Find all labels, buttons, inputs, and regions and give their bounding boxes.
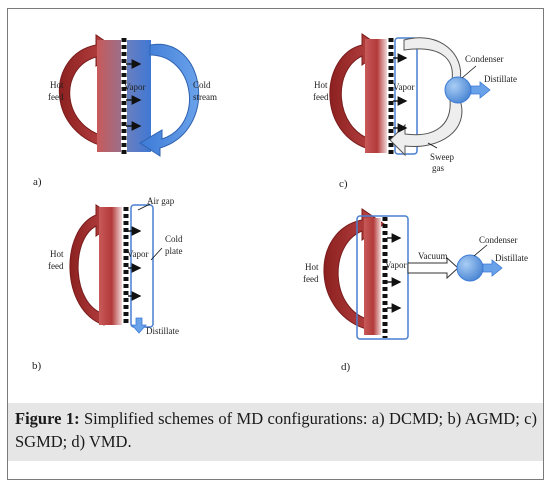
distillate-arrow-c xyxy=(470,81,491,99)
panel-c: Hot feed Vapor Condenser Distillate Swee… xyxy=(313,33,517,190)
hot-feed-arc-d xyxy=(323,208,385,331)
condenser-pointer-d xyxy=(473,244,488,257)
label-hot-feed-a-1: Hot xyxy=(50,80,64,90)
panel-d: Hot feed Vapor Vacuum Condenser Distilla… xyxy=(303,208,528,373)
hot-channel-d xyxy=(364,218,381,335)
distillate-arrow-b xyxy=(131,317,147,334)
label-cold-stream-a-1: Cold xyxy=(193,80,211,90)
air-gap-pointer-b xyxy=(137,203,151,211)
caption-text: Simplified schemes of MD configurations:… xyxy=(15,409,537,451)
label-distillate-b: Distillate xyxy=(146,326,179,336)
label-sweep-gas-c-1: Sweep xyxy=(430,152,454,162)
panel-b: Hot feed Vapor Air gap Cold plate Distil… xyxy=(32,196,183,372)
label-distillate-d: Distillate xyxy=(495,253,528,263)
label-distillate-c: Distillate xyxy=(484,74,517,84)
label-condenser-c: Condenser xyxy=(465,54,504,64)
label-vapor-b: Vapor xyxy=(127,249,149,259)
label-condenser-d: Condenser xyxy=(479,235,518,245)
vacuum-arrow-d xyxy=(407,256,459,280)
label-hot-feed-c-1: Hot xyxy=(314,80,328,90)
label-air-gap-b: Air gap xyxy=(147,196,175,206)
panel-letter-d: d) xyxy=(341,361,351,373)
label-hot-feed-b-1: Hot xyxy=(50,249,64,259)
hot-channel-b xyxy=(99,207,122,325)
panel-letter-b: b) xyxy=(32,360,42,372)
condenser-c xyxy=(444,76,472,104)
panel-letter-a: a) xyxy=(33,176,42,188)
label-hot-feed-d-2: feed xyxy=(303,274,319,284)
label-cold-plate-b-1: Cold xyxy=(165,234,183,244)
label-cold-stream-a-2: stream xyxy=(193,92,217,102)
label-cold-plate-b-2: plate xyxy=(165,246,183,256)
label-vacuum-d: Vacuum xyxy=(418,251,448,261)
cold-plate-pointer-b xyxy=(150,247,163,261)
label-hot-feed-d-1: Hot xyxy=(305,262,319,272)
condenser-pointer-c xyxy=(461,65,477,79)
label-hot-feed-c-2: feed xyxy=(313,92,329,102)
caption-band xyxy=(8,403,543,461)
cold-stream-arc-a xyxy=(139,43,200,157)
sweep-gas-pointer-c xyxy=(427,142,438,149)
distillate-arrow-d xyxy=(482,259,503,277)
label-vapor-a: Vapor xyxy=(124,82,146,92)
label-vapor-c: Vapor xyxy=(393,82,415,92)
figure-caption: Figure 1: Simplified schemes of MD confi… xyxy=(15,407,537,453)
hot-channel-c xyxy=(365,39,387,153)
cold-channel-a xyxy=(127,40,151,152)
label-vapor-d: Vapor xyxy=(385,260,407,270)
hot-channel-a xyxy=(97,40,121,152)
label-sweep-gas-c-2: gas xyxy=(432,163,444,173)
panel-letter-c: c) xyxy=(339,178,348,190)
cold-plate-b xyxy=(130,204,154,328)
condenser-d xyxy=(456,254,484,282)
label-hot-feed-a-2: feed xyxy=(48,92,64,102)
sweep-gas-arc-c-lower xyxy=(389,99,463,157)
caption-label: Figure 1: xyxy=(15,409,80,428)
panel-a: Hot feed Vapor Cold stream a) xyxy=(33,34,217,188)
label-hot-feed-b-2: feed xyxy=(48,261,64,271)
vacuum-channel-d xyxy=(356,215,409,340)
